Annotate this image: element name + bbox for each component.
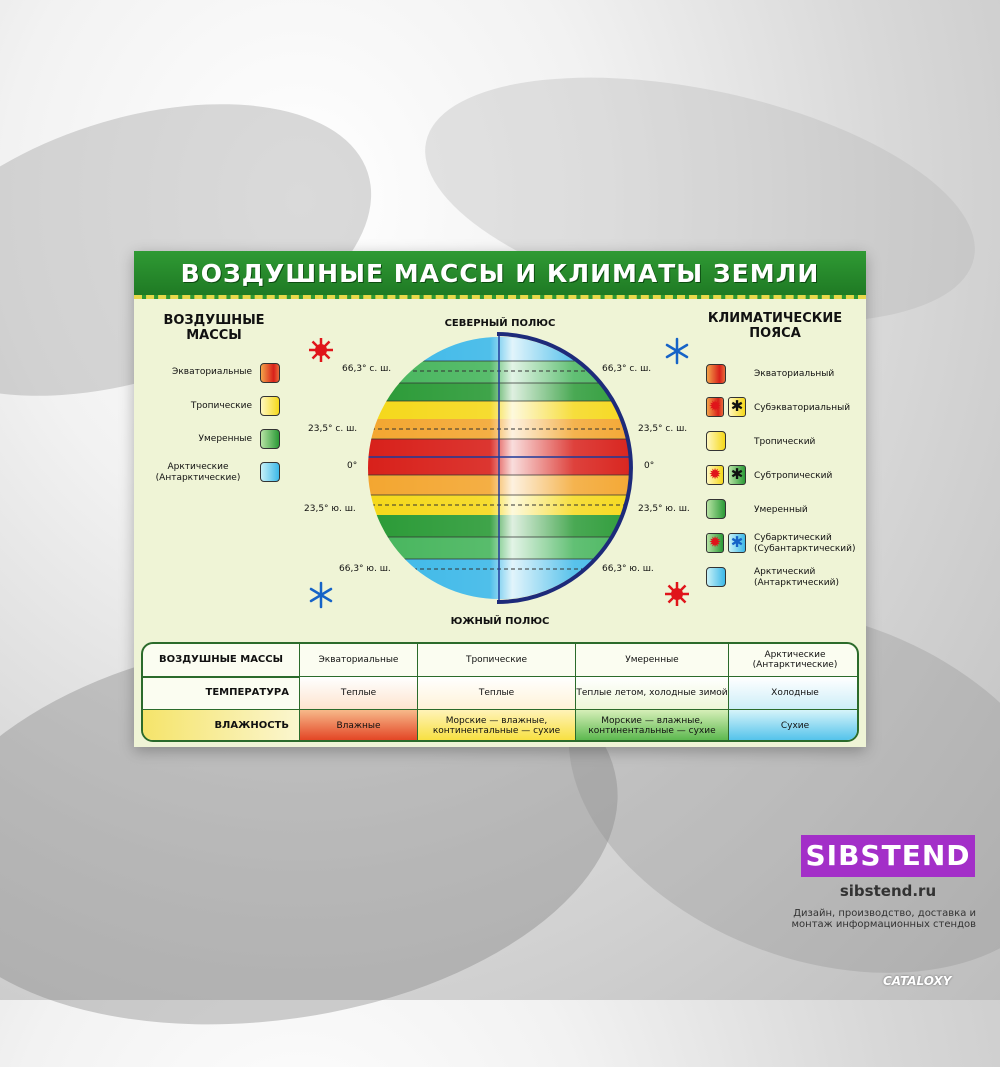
latitude-label: 66,3° с. ш. <box>342 364 392 374</box>
latitude-label: 23,5° с. ш. <box>308 424 358 434</box>
brand-logo: SIBSTEND <box>801 835 975 877</box>
globe-terminator <box>496 332 633 604</box>
air-masses-heading: ВОЗДУШНЫЕ МАССЫ <box>163 313 265 343</box>
table-cell: Умеренные <box>576 644 729 676</box>
title-banner: ВОЗДУШНЫЕ МАССЫ И КЛИМАТЫ ЗЕМЛИ <box>134 251 866 299</box>
air-mass-swatch-temperate <box>260 429 280 449</box>
globe-diagram <box>368 332 633 604</box>
air-mass-swatch-tropical <box>260 396 280 416</box>
latitude-label: 0° <box>347 461 358 471</box>
table-row: ВЛАЖНОСТЬ Влажные Морские — влажные, кон… <box>143 710 857 740</box>
latitude-label: 23,5° ю. ш. <box>304 504 356 514</box>
latitude-label: 23,5° с. ш. <box>638 424 688 434</box>
table-cell: Сухие <box>729 710 857 740</box>
table-cell: Морские — влажные, континентальные — сух… <box>418 710 576 740</box>
snowflake-icon: ✱ <box>728 397 746 417</box>
snowflake-icon: ✱ <box>728 465 746 485</box>
climate-zones-heading: КЛИМАТИЧЕСКИЕ ПОЯСА <box>707 311 843 341</box>
brand-url: sibstend.ru <box>839 882 937 900</box>
snowflake-icon: ✱ <box>728 533 746 553</box>
latitude-label: 0° <box>644 461 655 471</box>
air-mass-label: Экваториальные <box>172 367 252 377</box>
latitude-label: 66,3° с. ш. <box>602 364 652 374</box>
catalog-watermark: CATALOXY <box>883 974 952 988</box>
table-cell: Тропические <box>418 644 576 676</box>
climate-swatch-temperate <box>706 499 726 519</box>
brand-description: Дизайн, производство, доставка и монтаж … <box>791 908 977 930</box>
climate-swatch-tropical <box>706 431 726 451</box>
table-cell: Влажные <box>300 710 418 740</box>
climate-poster: ВОЗДУШНЫЕ МАССЫ И КЛИМАТЫ ЗЕМЛИ ВОЗДУШНЫ… <box>134 251 866 747</box>
climate-zone-label: Субтропический <box>754 471 833 481</box>
sun-icon: ✹ <box>706 465 724 485</box>
sun-icon <box>309 338 333 362</box>
table-row-header: ВЛАЖНОСТЬ <box>143 710 300 740</box>
climate-swatch-arctic <box>706 567 726 587</box>
table-row: ТЕМПЕРАТУРА Теплые Теплые Теплые летом, … <box>143 677 857 709</box>
table-divider <box>143 709 857 711</box>
climate-zone-label: Субэкваториальный <box>754 403 851 413</box>
latitude-label: 23,5° ю. ш. <box>638 504 690 514</box>
table-cell: Холодные <box>729 677 857 709</box>
air-mass-swatch-arctic <box>260 462 280 482</box>
north-pole-label: СЕВЕРНЫЙ ПОЛЮС <box>444 318 556 329</box>
table-cell: Морские — влажные, континентальные — сух… <box>576 710 729 740</box>
sun-icon: ✹ <box>706 533 724 553</box>
table-divider <box>143 676 857 678</box>
table-row-header: ВОЗДУШНЫЕ МАССЫ <box>143 644 300 676</box>
climate-zone-label: Арктический (Антарктический) <box>754 567 839 588</box>
south-pole-label: ЮЖНЫЙ ПОЛЮС <box>450 616 550 627</box>
poster-title: ВОЗДУШНЫЕ МАССЫ И КЛИМАТЫ ЗЕМЛИ <box>180 259 820 288</box>
climate-zone-label: Умеренный <box>754 505 808 515</box>
table-cell: Арктические (Антарктические) <box>752 650 838 670</box>
air-mass-swatch-equatorial <box>260 363 280 383</box>
latitude-label: 66,3° ю. ш. <box>339 564 391 574</box>
climate-swatch-equatorial <box>706 364 726 384</box>
sun-icon: ✹ <box>706 397 724 417</box>
air-mass-label: Арктические (Антарктические) <box>155 462 241 483</box>
table-row: ВОЗДУШНЫЕ МАССЫ Экваториальные Тропическ… <box>143 644 857 676</box>
latitude-label: 66,3° ю. ш. <box>602 564 654 574</box>
climate-zone-label: Субарктический (Субантарктический) <box>754 533 856 554</box>
snowflake-icon <box>665 337 689 365</box>
table-cell: Экваториальные <box>300 644 418 676</box>
sun-icon <box>665 582 689 606</box>
table-cell: Теплые летом, холодные зимой <box>576 677 729 709</box>
air-mass-label: Умеренные <box>198 434 252 444</box>
air-mass-label: Тропические <box>190 401 252 411</box>
climate-zone-label: Экваториальный <box>754 369 835 379</box>
table-row-header: ТЕМПЕРАТУРА <box>143 677 300 709</box>
table-cell: Теплые <box>418 677 576 709</box>
table-cell: Теплые <box>300 677 418 709</box>
climate-zone-label: Тропический <box>754 437 816 447</box>
air-mass-table: ВОЗДУШНЫЕ МАССЫ Экваториальные Тропическ… <box>141 642 859 742</box>
snowflake-icon <box>309 581 333 609</box>
